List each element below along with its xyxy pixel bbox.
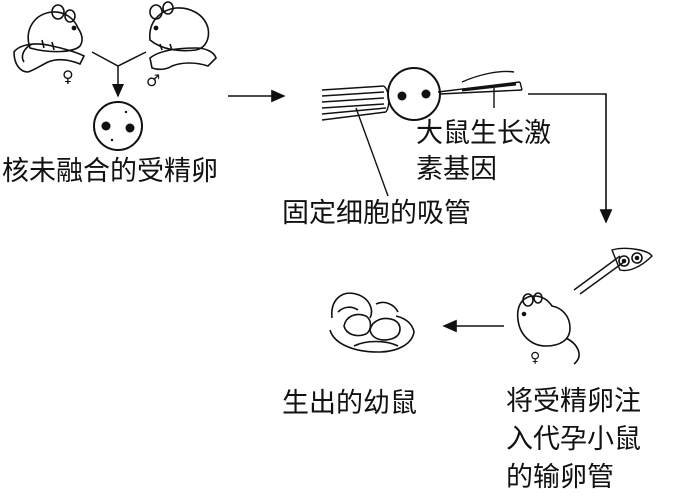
oviduct-needle-icon <box>573 247 653 295</box>
growth-gene-label-line1: 大鼠生长激 <box>416 118 551 149</box>
holding-pipette-icon <box>321 85 390 121</box>
injection-needle-icon <box>437 70 523 95</box>
baby-mice-label: 生出的幼鼠 <box>282 388 417 419</box>
inject-label-line2: 入代孕小鼠 <box>506 424 641 455</box>
step-arrow-2 <box>528 93 613 224</box>
surrogate-mouse-icon <box>516 292 580 365</box>
male-symbol: ♂ <box>146 71 160 90</box>
unfused-egg-label: 核未融合的受精卵 <box>2 156 218 187</box>
surrogate-female-symbol: ♀ <box>530 350 540 366</box>
inject-label-line3: 的输卵管 <box>506 462 614 493</box>
female-symbol: ♀ <box>62 67 74 86</box>
fertilization-connector <box>91 51 147 67</box>
held-egg-icon <box>387 67 441 121</box>
pipette-label: 固定细胞的吸管 <box>282 198 471 229</box>
pipette-leader-line <box>355 107 389 197</box>
baby-mice-icon <box>329 292 415 353</box>
inject-label-line1: 将受精卵注 <box>506 386 641 417</box>
fertilized-egg-icon <box>93 101 143 151</box>
female-mouse-icon <box>13 4 86 73</box>
growth-gene-label-line2: 素基因 <box>416 154 497 185</box>
male-mouse-icon <box>149 1 217 71</box>
